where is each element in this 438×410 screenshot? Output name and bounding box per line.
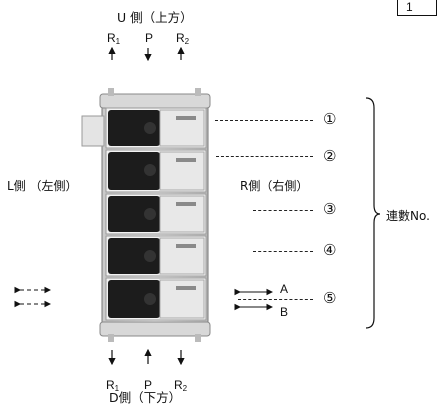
bottom-port-arrows — [112, 350, 181, 364]
solenoid-cap — [144, 164, 156, 176]
valve-manifold — [82, 88, 210, 342]
side-connector-block — [82, 116, 104, 146]
solenoid-cap — [144, 122, 156, 134]
valve-station-4 — [106, 236, 206, 276]
bottom-end-plate — [100, 322, 210, 336]
station-bracket — [366, 98, 380, 328]
top-end-plate — [100, 94, 210, 108]
solenoid-cap — [144, 293, 156, 305]
top-fitting-l — [108, 88, 114, 96]
output-arrows — [240, 292, 272, 307]
bottom-fitting-r — [195, 334, 201, 342]
valve-station-1 — [106, 108, 206, 148]
bottom-fitting-l — [108, 334, 114, 342]
solenoid-cap — [144, 250, 156, 262]
valve-station-5 — [106, 278, 206, 320]
top-fitting-r — [195, 88, 201, 96]
top-port-arrows — [112, 48, 181, 60]
valve-station-2 — [106, 150, 206, 192]
solenoid-cap — [144, 208, 156, 220]
left-dashed-arrows — [20, 290, 50, 304]
valve-station-3 — [106, 194, 206, 234]
